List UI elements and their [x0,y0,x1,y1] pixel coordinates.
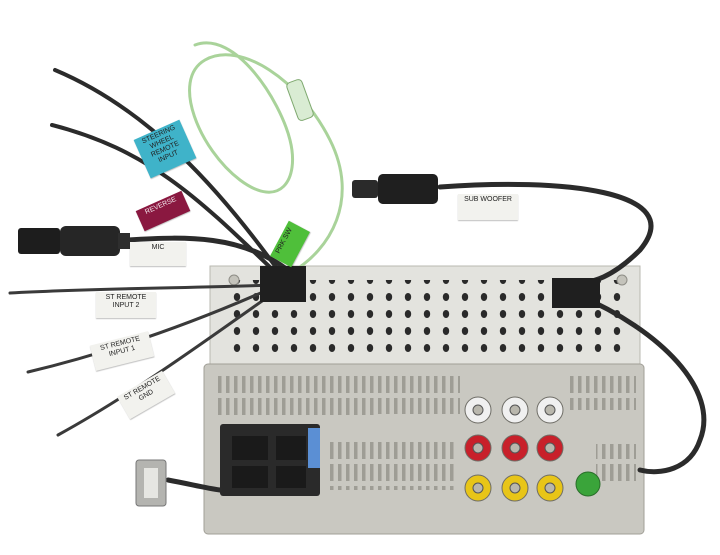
gnd-wire [56,290,277,437]
usb-plug-icon [135,459,167,507]
remote-input-2-tag: ST REMOTE INPUT 2 [96,292,156,318]
rca-jack-center [472,442,484,454]
iso-connector-icon [220,424,320,496]
wire-harness [8,41,707,493]
black-barrel-plug-icon [18,226,130,256]
green-wire [188,41,344,274]
inline-fuse-icon [286,79,314,121]
rca-jack-center [544,404,556,416]
rca-jack-center [544,442,556,454]
rca-jack-center [509,404,521,416]
rca-jack-center [544,482,556,494]
mic-tag: MIC [130,242,186,266]
antenna-cable [575,292,707,475]
usb-cable [165,477,223,493]
rca-jack-center [509,482,521,494]
subwoofer-tag: SUB WOOFER [458,194,518,220]
wire-clip-left [260,266,306,302]
rca-jack-center [472,404,484,416]
sub-cable [437,181,654,287]
remote1-wire [26,286,274,374]
rca-jack-center [509,442,521,454]
rca-jack-center [472,482,484,494]
wire-clip-right [552,278,600,308]
remote2-wire [8,283,274,295]
reverse-wire [50,123,277,274]
antenna-jack [575,471,601,497]
rca-plug-icon [352,174,438,204]
rca-jack-panel [464,396,601,502]
